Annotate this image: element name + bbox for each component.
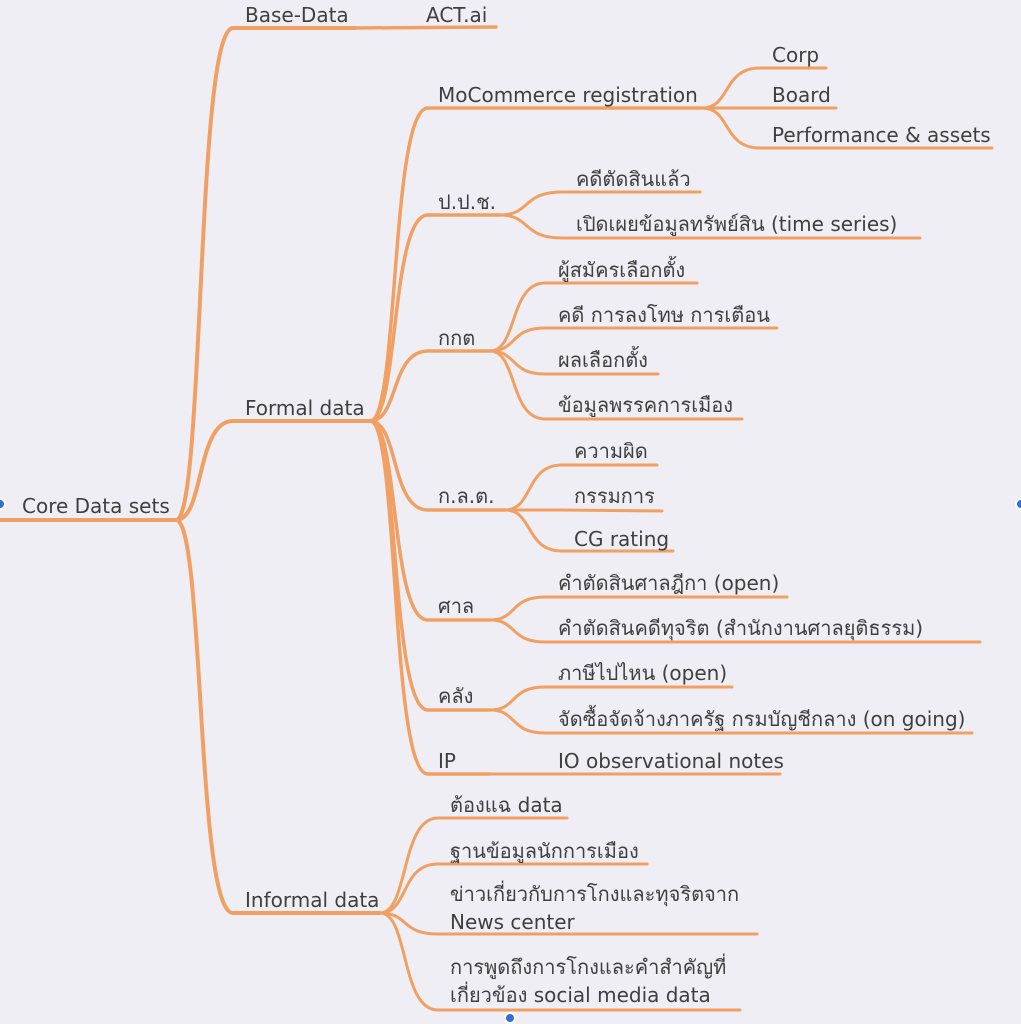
edge-informal-3 bbox=[378, 911, 759, 936]
leaf-informal-social[interactable]: การพูดถึงการโกงและคำสำคัญที่เกี่ยวข้อง s… bbox=[450, 955, 727, 1007]
leaf-kkt-results[interactable]: ผลเลือกตั้ง bbox=[558, 348, 648, 372]
edge-kkt-2 bbox=[488, 326, 779, 353]
leaf-informal-politicians[interactable]: ฐานข้อมูลนักการเมือง bbox=[450, 839, 639, 863]
leaf-court-corruption[interactable]: คำตัดสินคดีทุจริต (สำนักงานศาลยุติธรรม) bbox=[558, 616, 924, 640]
node-court[interactable]: ศาล bbox=[438, 594, 475, 618]
edge-formal-ppch bbox=[368, 213, 502, 423]
edge-formal-klt bbox=[368, 419, 507, 512]
edge-treasury-1 bbox=[488, 685, 734, 712]
leaf-board[interactable]: Board bbox=[772, 83, 831, 107]
leaf-treasury-procurement[interactable]: จัดซื้อจัดจ้างภาครัฐ กรมบัญชีกลาง (on go… bbox=[558, 707, 966, 731]
leaf-klt-directors[interactable]: กรรมการ bbox=[574, 484, 655, 508]
node-treasury[interactable]: คลัง bbox=[438, 684, 474, 708]
selection-handle-bottom[interactable] bbox=[504, 1012, 516, 1024]
edge-root-base bbox=[174, 26, 357, 522]
edge-kkt-4 bbox=[488, 349, 744, 421]
edge-ppch-1 bbox=[498, 190, 702, 217]
leaf-informal-news[interactable]: ข่าวเกี่ยวกับการโกงและทุจริตจาก News cen… bbox=[450, 882, 740, 934]
edge-klt-2 bbox=[503, 508, 664, 513]
node-root[interactable]: Core Data sets bbox=[22, 494, 170, 518]
edge-formal-ip bbox=[368, 419, 492, 776]
selection-handle-left[interactable] bbox=[0, 498, 6, 510]
node-klt[interactable]: ก.ล.ต. bbox=[438, 484, 495, 508]
leaf-informal-tongrae[interactable]: ต้องแฉ data bbox=[450, 793, 563, 817]
edge-performance bbox=[700, 106, 994, 150]
edge-informal-2 bbox=[378, 862, 649, 915]
edge-treasury-2 bbox=[488, 708, 974, 735]
edge-informal-4 bbox=[378, 911, 742, 1012]
edge-corp bbox=[700, 66, 828, 110]
leaf-kkt-parties[interactable]: ข้อมูลพรรคการเมือง bbox=[558, 393, 734, 417]
edge-informal-1 bbox=[378, 816, 569, 915]
node-base-data[interactable]: Base-Data bbox=[245, 3, 349, 27]
leaf-klt-offenses[interactable]: ความผิด bbox=[574, 439, 648, 463]
node-ppch[interactable]: ป.ป.ช. bbox=[438, 190, 497, 214]
edge-ppch-2 bbox=[498, 213, 922, 240]
edge-court-2 bbox=[488, 618, 982, 644]
edge-root-formal bbox=[174, 419, 372, 522]
edge-base-act bbox=[353, 25, 498, 30]
node-ip[interactable]: IP bbox=[438, 749, 456, 773]
leaf-kkt-cases[interactable]: คดี การลงโทษ การเตือน bbox=[558, 303, 770, 327]
leaf-performance-assets[interactable]: Performance & assets bbox=[772, 123, 991, 147]
edge-formal-kkt bbox=[368, 349, 492, 423]
edge-formal-mocommerce bbox=[368, 106, 704, 423]
leaf-corp[interactable]: Corp bbox=[772, 43, 820, 67]
leaf-ip-notes[interactable]: IO observational notes bbox=[558, 749, 784, 773]
leaf-klt-cg-rating[interactable]: CG rating bbox=[574, 527, 670, 551]
edge-klt-1 bbox=[503, 463, 659, 512]
leaf-treasury-tax[interactable]: ภาษีไปไหน (open) bbox=[558, 661, 728, 685]
selection-handle-right[interactable] bbox=[1015, 498, 1021, 510]
node-kkt[interactable]: กกต bbox=[438, 326, 476, 350]
edge-root-informal bbox=[174, 518, 382, 915]
edge-klt-3 bbox=[503, 508, 675, 553]
leaf-kkt-candidates[interactable]: ผู้สมัครเลือกตั้ง bbox=[558, 258, 686, 282]
node-formal-data[interactable]: Formal data bbox=[245, 396, 365, 420]
leaf-court-supreme[interactable]: คำตัดสินศาลฎีกา (open) bbox=[558, 571, 780, 595]
node-informal-data[interactable]: Informal data bbox=[245, 888, 380, 912]
edge-formal-court bbox=[368, 419, 492, 622]
edge-kkt-1 bbox=[488, 281, 699, 353]
leaf-ppch-assets[interactable]: เปิดเผยข้อมูลทรัพย์สิน (time series) bbox=[576, 212, 898, 236]
leaf-ppch-cases[interactable]: คดีตัดสินแล้ว bbox=[576, 167, 691, 191]
edge-court-1 bbox=[488, 595, 789, 622]
node-act-ai[interactable]: ACT.ai bbox=[426, 3, 488, 27]
node-mocommerce[interactable]: MoCommerce registration bbox=[438, 83, 698, 107]
